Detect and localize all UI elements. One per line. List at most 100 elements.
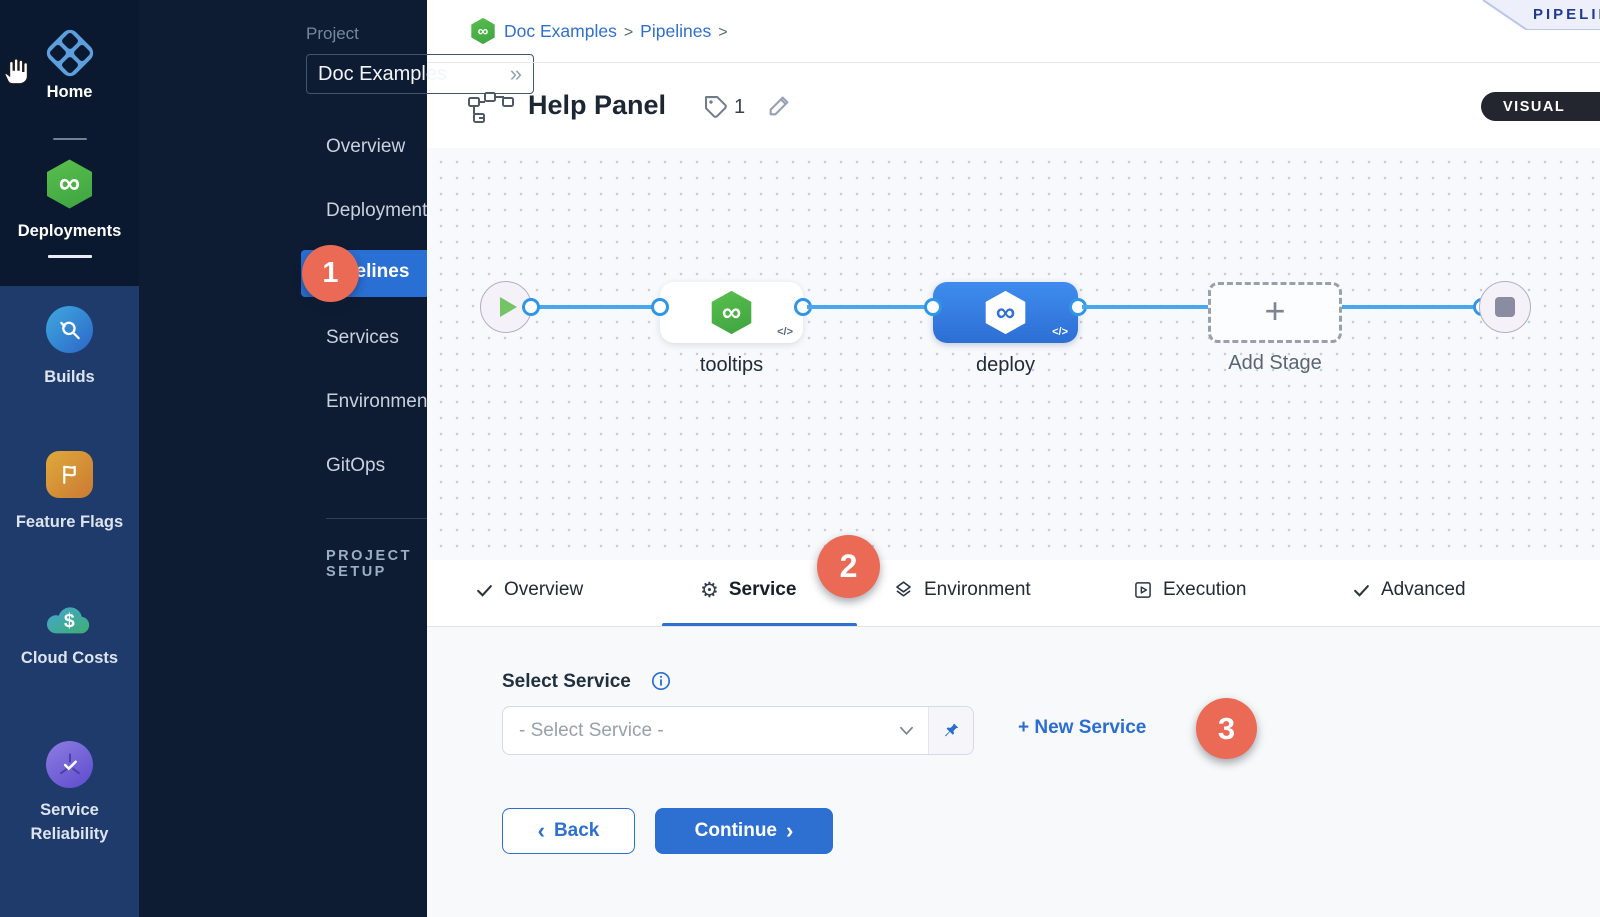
select-service-dropdown[interactable]: - Select Service -	[502, 706, 974, 755]
sidebar-item-gitops[interactable]: GitOps	[326, 455, 386, 476]
deployments-icon: ∞	[47, 159, 92, 209]
project-setup-toggle[interactable]: PROJECT SETUP	[326, 548, 412, 580]
back-chevron-icon: ‹	[537, 818, 545, 843]
annotation-badge-1: 1	[302, 245, 359, 302]
breadcrumb: Doc Examples > Pipelines >	[504, 21, 735, 42]
back-button[interactable]: ‹ Back	[502, 808, 635, 854]
pipeline-end-node[interactable]	[1479, 281, 1531, 333]
sidebar-item-deployments-nav[interactable]: Deployments	[326, 200, 437, 221]
tab-service[interactable]: ⚙ Service	[700, 578, 797, 602]
breadcrumb-separator: >	[623, 24, 634, 41]
stage-node-tooltips[interactable]: ∞ </>	[660, 282, 803, 343]
project-name: Doc Examples	[318, 62, 447, 85]
expand-project-icon[interactable]: »	[509, 61, 522, 86]
builds-icon	[46, 306, 93, 353]
check-icon	[477, 584, 492, 597]
sidebar-item-label: Feature Flags	[15, 513, 124, 531]
sidebar-item-builds[interactable]: Builds	[0, 306, 139, 389]
dollar-glyph: $	[63, 610, 74, 632]
annotation-badge-2: 2	[817, 535, 880, 598]
sidebar-item-services[interactable]: Services	[326, 327, 399, 348]
edit-pencil-icon[interactable]	[766, 91, 794, 119]
pipeline-canvas[interactable]: ∞ </> ∞ </> + tooltips deploy Add Stage	[427, 148, 1600, 560]
pin-icon	[944, 723, 958, 737]
breadcrumb-project-link[interactable]: Doc Examples	[504, 21, 617, 41]
page-title: Help Panel	[528, 90, 667, 120]
stage-node-deploy[interactable]: ∞ </>	[933, 282, 1078, 343]
sidebar-item-label: Cloud Costs	[20, 649, 119, 667]
cloud-costs-icon: $	[42, 598, 98, 638]
harness-stage-icon: ∞	[985, 290, 1026, 335]
check-icon	[1354, 584, 1369, 597]
stage-name: deploy	[976, 354, 1035, 376]
project-icon: ∞	[471, 17, 495, 45]
tag-count: 1	[734, 96, 746, 118]
pin-button[interactable]	[928, 707, 973, 754]
home-underline	[52, 138, 87, 140]
tabbar-divider	[427, 626, 1600, 627]
pipeline-studio-ribbon	[1482, 0, 1600, 30]
tab-execution[interactable]: Execution	[1133, 576, 1246, 604]
tab-overview[interactable]: Overview	[475, 576, 583, 604]
environment-icon	[896, 580, 911, 597]
play-icon	[500, 297, 517, 317]
sidebar-item-deployments[interactable]: ∞ Deployments	[0, 158, 139, 258]
pipeline-icon	[468, 92, 514, 123]
harness-stage-icon: ∞	[711, 290, 752, 335]
connector-line	[1082, 305, 1208, 309]
stop-icon	[1495, 297, 1515, 317]
connector-line	[531, 305, 660, 309]
add-stage-label: Add Stage	[1228, 352, 1322, 374]
visual-yaml-toggle[interactable]: VISUAL	[1481, 92, 1600, 121]
code-icon[interactable]: </>	[777, 326, 793, 338]
tab-environment[interactable]: Environment	[893, 576, 1031, 604]
add-stage-button[interactable]: +	[1208, 282, 1342, 343]
connection-point[interactable]	[924, 298, 942, 316]
feature-flags-icon	[46, 451, 93, 498]
header-divider	[427, 62, 1600, 63]
tags-icon[interactable]	[702, 93, 729, 120]
breadcrumb-pipelines-link[interactable]: Pipelines	[640, 21, 712, 41]
deployments-underline	[47, 255, 92, 258]
stage-name: tooltips	[699, 354, 764, 376]
connection-point[interactable]	[651, 298, 669, 316]
active-tab-underline	[662, 623, 857, 627]
sidebar-item-label: Builds	[44, 368, 95, 386]
visual-toggle-label: VISUAL	[1503, 98, 1566, 115]
execution-icon	[1135, 582, 1151, 598]
service-panel: Select Service - Select Service - + New …	[427, 627, 1600, 917]
module-sidebar: Home ∞ Deployments Builds	[0, 0, 139, 917]
annotation-badge-3: 3	[1196, 698, 1257, 759]
service-reliability-icon	[46, 741, 93, 788]
breadcrumb-separator: >	[718, 24, 728, 41]
ribbon-label: PIPELIN	[1533, 6, 1600, 23]
continue-button[interactable]: Continue ›	[655, 808, 833, 854]
home-icon	[42, 26, 97, 80]
gear-icon: ⚙	[700, 578, 719, 602]
sidebar-item-label: Home	[46, 83, 93, 101]
sidebar-item-service-reliability[interactable]: Service Reliability	[0, 741, 139, 846]
new-service-button[interactable]: + New Service	[1018, 717, 1147, 738]
project-selector[interactable]: Doc Examples »	[306, 54, 534, 94]
code-icon[interactable]: </>	[1052, 326, 1068, 338]
sidebar-item-label: Service Reliability	[30, 801, 109, 843]
project-sidebar: Project Doc Examples » Overview Deployme…	[139, 0, 566, 917]
plus-icon: +	[1264, 289, 1286, 331]
sidebar-item-environments[interactable]: Environments	[326, 391, 443, 412]
sidebar-item-label: Deployments	[17, 222, 122, 240]
connection-point[interactable]	[522, 298, 540, 316]
sidebar-item-feature-flags[interactable]: Feature Flags	[0, 451, 139, 534]
sidebar-item-cloud-costs[interactable]: $ Cloud Costs	[0, 598, 139, 670]
sidebar-item-overview[interactable]: Overview	[326, 136, 406, 157]
project-section-label: Project	[306, 24, 359, 43]
hand-cursor-icon	[4, 58, 29, 85]
chevron-down-icon	[900, 726, 913, 735]
stage-tabbar: Overview ⚙ Service Environment Execution…	[427, 560, 1600, 627]
info-icon[interactable]	[651, 671, 671, 691]
select-service-label: Select Service	[502, 671, 631, 692]
connector-line	[807, 305, 933, 309]
sidebar-item-home[interactable]: Home	[0, 26, 139, 140]
tab-advanced[interactable]: Advanced	[1352, 576, 1466, 604]
dropdown-placeholder: - Select Service -	[519, 719, 664, 741]
